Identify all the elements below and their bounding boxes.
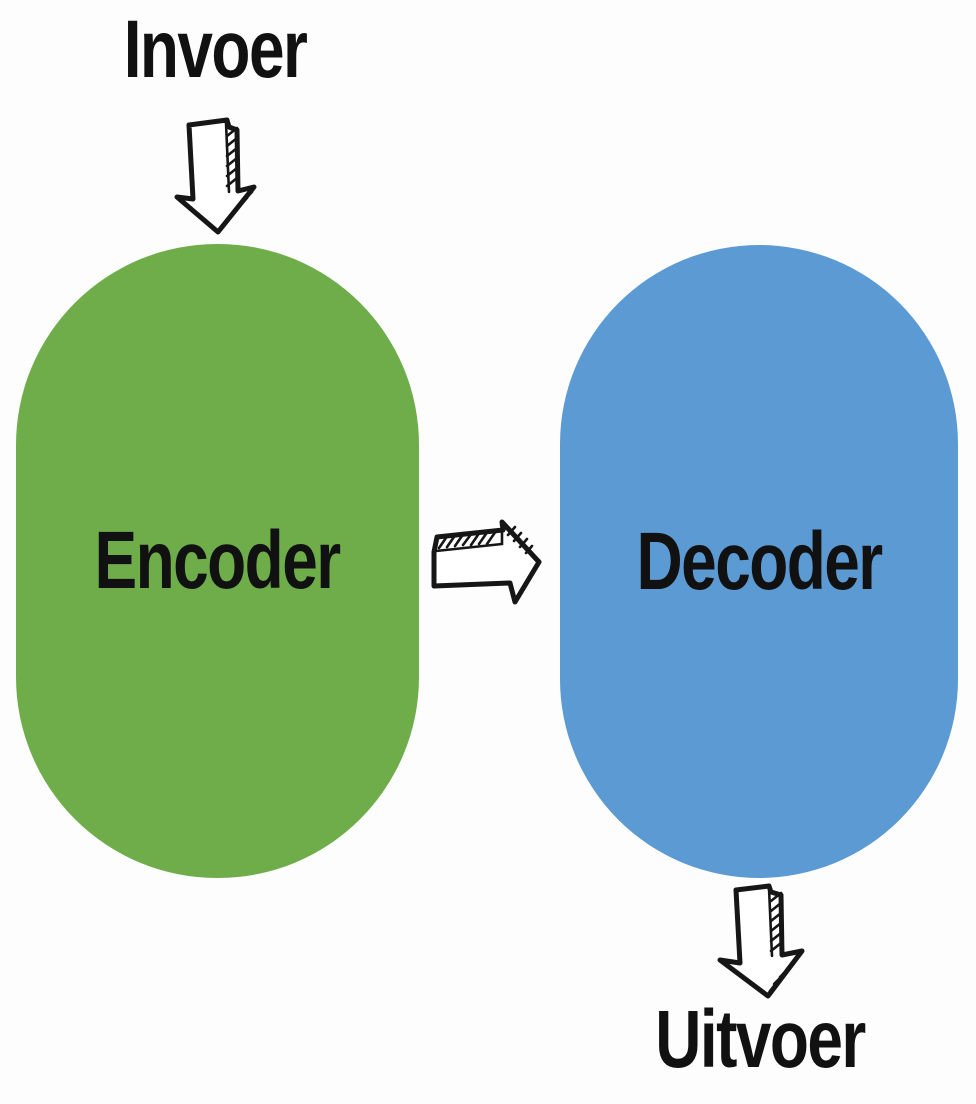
encoder-label: Encoder: [95, 515, 342, 606]
output-label: Uitvoer: [655, 993, 866, 1085]
decoder-node: Decoder: [560, 245, 958, 878]
input-label: Invoer: [123, 4, 308, 95]
down-arrow-icon: [717, 883, 805, 999]
decoder-label: Decoder: [636, 515, 883, 607]
right-arrow-icon: [431, 519, 542, 605]
down-arrow-icon: [174, 117, 257, 235]
encoder-node: Encoder: [16, 244, 419, 878]
